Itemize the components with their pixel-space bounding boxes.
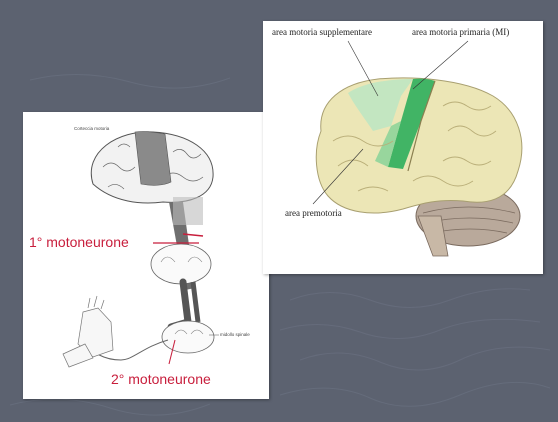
premotor-area-label: area premotoria — [285, 208, 342, 218]
motor-cortex-label: Corteccia motoria — [74, 126, 109, 131]
spinal-cord-label: midollo spinale — [220, 332, 250, 337]
primary-motor-area-label: area motoria primaria (MI) — [412, 27, 509, 37]
brain-lateral-illustration — [263, 21, 543, 274]
supplementary-motor-area-label: area motoria supplementare — [272, 27, 372, 37]
motor-pathway-illustration — [23, 112, 269, 399]
motor-areas-diagram: area motoria supplementare area motoria … — [263, 21, 543, 274]
motor-pathway-diagram: Corteccia motoria 1° motoneurone midollo… — [23, 112, 269, 399]
first-motoneuron-label: 1° motoneurone — [29, 234, 129, 250]
second-motoneuron-label: 2° motoneurone — [111, 371, 211, 387]
